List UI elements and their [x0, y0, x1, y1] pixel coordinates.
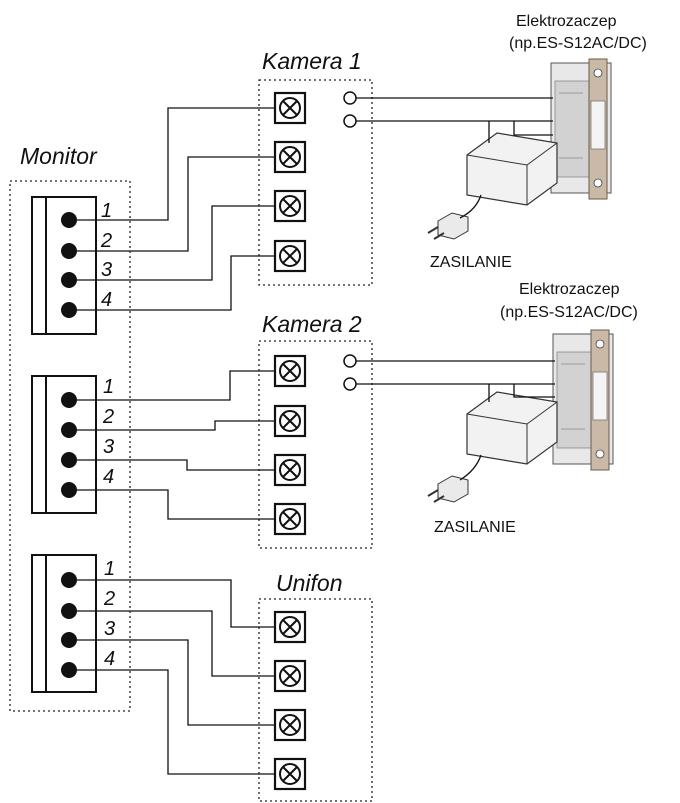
plug-icon	[427, 475, 469, 503]
pin-label: 3	[101, 259, 112, 281]
unifon-box	[258, 598, 373, 802]
pin	[61, 212, 77, 228]
pin	[61, 392, 77, 408]
terminal	[273, 659, 307, 693]
lock2-wires	[356, 360, 555, 481]
kamera2-box	[258, 340, 373, 549]
terminal	[273, 354, 307, 388]
kamera1-box	[258, 79, 373, 286]
terminal	[273, 708, 307, 742]
pin	[61, 603, 77, 619]
relay-contact	[343, 91, 357, 105]
terminal	[273, 610, 307, 644]
wires-kamera2	[77, 370, 275, 520]
pin-label: 4	[103, 466, 114, 488]
pin	[61, 452, 77, 468]
pin	[61, 482, 77, 498]
monitor-connector-1: 1 2 3 4	[31, 196, 112, 335]
terminal	[273, 239, 307, 273]
wires-kamera1	[77, 107, 275, 311]
pin-label: 4	[101, 289, 112, 311]
monitor-box	[9, 180, 131, 712]
lock2-supply-label: ZASILANIE	[434, 519, 516, 536]
pin-label: 3	[104, 618, 115, 640]
terminal	[273, 140, 307, 174]
lock2-model: (np.ES-S12AC/DC)	[500, 304, 638, 321]
monitor-title: Monitor	[20, 143, 98, 169]
pin	[61, 632, 77, 648]
monitor-connector-3: 1 2 3 4	[31, 554, 115, 693]
kamera1-title: Kamera 1	[262, 48, 362, 74]
terminal	[273, 404, 307, 438]
monitor-connector-2: 1 2 3 4	[31, 375, 114, 514]
pin	[61, 422, 77, 438]
pin-label: 2	[103, 588, 115, 610]
unifon-title: Unifon	[276, 570, 342, 596]
relay-contact	[343, 114, 357, 128]
terminal	[273, 502, 307, 536]
lock1-title: Elektrozaczep	[516, 13, 617, 30]
lock1-supply-label: ZASILANIE	[430, 254, 512, 271]
lock1-wires	[356, 97, 553, 219]
pin-label: 1	[103, 376, 114, 398]
electric-lock-2	[552, 329, 614, 471]
pin	[61, 662, 77, 678]
relay-contact	[343, 354, 357, 368]
wires-unifon	[77, 579, 275, 775]
relay-contact	[343, 377, 357, 391]
pin-label: 1	[101, 200, 112, 222]
pin	[61, 243, 77, 259]
pin	[61, 272, 77, 288]
pin-label: 4	[104, 648, 115, 670]
terminal	[273, 189, 307, 223]
power-supply-2	[466, 391, 558, 465]
pin-label: 2	[100, 230, 112, 252]
pin	[61, 302, 77, 318]
pin-label: 1	[104, 558, 115, 580]
terminal	[273, 91, 307, 125]
pin-label: 3	[103, 436, 114, 458]
power-supply-1	[466, 132, 558, 206]
terminal	[273, 757, 307, 791]
pin	[61, 572, 77, 588]
pin-label: 2	[102, 406, 114, 428]
electric-lock-1	[550, 58, 612, 200]
kamera2-title: Kamera 2	[262, 311, 362, 337]
lock1-model: (np.ES-S12AC/DC)	[509, 35, 647, 52]
lock2-title: Elektrozaczep	[519, 281, 620, 298]
terminal	[273, 453, 307, 487]
